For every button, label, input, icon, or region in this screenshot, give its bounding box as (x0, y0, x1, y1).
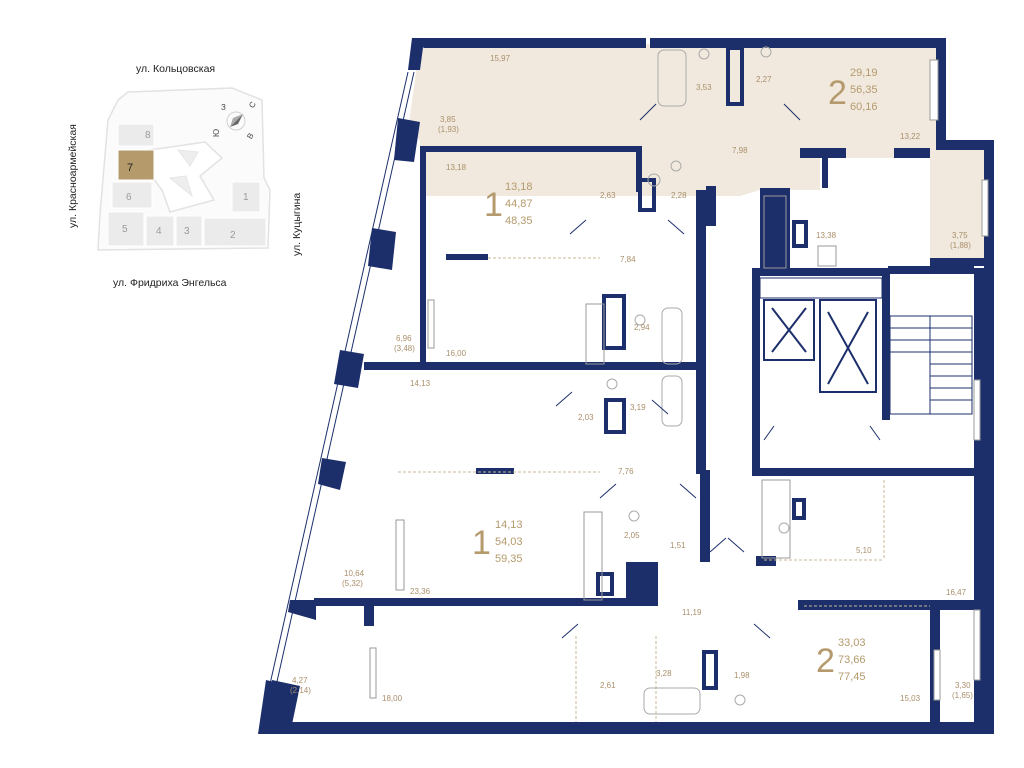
room-area: 3,85 (440, 115, 456, 124)
apartment-label: 1 13,18 44,87 48,35 (484, 181, 533, 227)
highlighted-apartment (408, 44, 990, 262)
total-area-with-balcony: 77,45 (838, 671, 866, 683)
room-area: 11,19 (682, 608, 702, 617)
door-swings (555, 103, 881, 639)
block-label: 4 (156, 226, 162, 237)
total-area-with-balcony: 59,35 (495, 553, 523, 565)
facade-glazing (269, 71, 415, 687)
room-area: 2,94 (634, 323, 650, 332)
total-area: 56,35 (850, 84, 878, 96)
room-area: (3,48) (394, 344, 415, 353)
room-area: (1,65) (952, 691, 973, 700)
apartment-label: 2 33,03 73,66 77,45 (816, 637, 866, 683)
watermark-text: Домклик (70, 729, 141, 749)
room-area: 3,19 (630, 403, 646, 412)
bathtub-icon (643, 49, 701, 715)
living-area: 14,13 (495, 519, 523, 531)
total-area-with-balcony: 60,16 (850, 101, 878, 113)
room-area: (1,88) (950, 241, 971, 250)
total-area-with-balcony: 48,35 (505, 215, 533, 227)
compass-icon: З С Ю В (212, 100, 258, 141)
interior-walls (314, 146, 974, 722)
street-south: ул. Фридриха Энгельса (113, 277, 227, 289)
room-area: 10,64 (344, 569, 365, 578)
rooms-count: 2 (816, 642, 835, 680)
living-area: 29,19 (850, 67, 878, 79)
room-area: 23,36 (410, 587, 431, 596)
room-area: 3,28 (656, 669, 672, 678)
apartment-label: 2 29,19 56,35 60,16 (828, 67, 878, 113)
room-area: 7,84 (620, 255, 636, 264)
floor-plan (258, 38, 994, 734)
room-area: 15,03 (900, 694, 921, 703)
block-label: 6 (126, 192, 132, 203)
room-area: 1,51 (670, 541, 686, 550)
street-west: ул. Красноармейская (67, 124, 79, 228)
room-area: (1,93) (438, 125, 459, 134)
block-label: 2 (230, 230, 236, 241)
room-area: 3,53 (696, 83, 712, 92)
shafts (596, 46, 808, 690)
room-area: 2,03 (578, 413, 594, 422)
apartment-label: 1 14,13 54,03 59,35 (472, 519, 523, 565)
room-area: 4,27 (292, 676, 308, 685)
compass-s: Ю (212, 129, 221, 137)
rooms-count: 2 (828, 74, 847, 112)
block-label: 3 (184, 226, 190, 237)
room-area: 2,63 (600, 191, 616, 200)
room-area: 15,97 (490, 54, 511, 63)
living-area: 13,18 (505, 181, 533, 193)
total-area: 44,87 (505, 198, 533, 210)
room-area: 7,76 (618, 467, 634, 476)
rooms-count: 1 (484, 186, 503, 224)
compass-e: В (245, 131, 255, 140)
stove-icon (583, 195, 837, 601)
site-key-plan: 8 7 6 5 4 3 2 1 З С Ю В ул. Кольцовская … (67, 63, 303, 289)
room-area: 2,27 (756, 75, 772, 84)
room-area: 16,47 (946, 588, 967, 597)
outer-walls (258, 38, 994, 734)
room-area: 3,75 (952, 231, 968, 240)
total-area: 54,03 (495, 536, 523, 548)
room-area: 5,10 (856, 546, 872, 555)
street-north: ул. Кольцовская (136, 63, 215, 75)
room-area: 13,22 (900, 132, 921, 141)
watermark: Домклик (43, 722, 141, 749)
room-area: 2,05 (624, 531, 640, 540)
street-east: ул. Куцыгина (291, 193, 303, 256)
rooms-count: 1 (472, 524, 491, 562)
staircase-icon (889, 315, 973, 415)
partitions (398, 257, 930, 722)
room-area: 13,18 (446, 163, 467, 172)
room-area: 3,30 (955, 681, 971, 690)
block-label-selected: 7 (127, 162, 133, 174)
windows (369, 59, 989, 701)
block-label: 8 (145, 130, 151, 141)
key-block-selected (117, 149, 155, 181)
toilet-icon (606, 46, 790, 706)
home-icon (43, 722, 65, 747)
room-area: 18,00 (382, 694, 403, 703)
room-area: (2,14) (290, 686, 311, 695)
room-areas: 15,97 3,85 (1,93) 3,53 2,27 7,98 13,22 1… (290, 54, 973, 703)
room-area: 2,28 (671, 191, 687, 200)
compass-n: С (247, 100, 258, 110)
room-area: 6,96 (396, 334, 412, 343)
room-area: 1,98 (734, 671, 750, 680)
room-area: 13,38 (816, 231, 837, 240)
total-area: 73,66 (838, 654, 866, 666)
room-area: (5,32) (342, 579, 363, 588)
room-area: 14,13 (410, 379, 431, 388)
room-area: 16,00 (446, 349, 467, 358)
compass-w: З (221, 103, 226, 112)
block-label: 5 (122, 224, 128, 235)
block-label: 1 (243, 192, 249, 203)
room-area: 7,98 (732, 146, 748, 155)
elevator-icon (759, 277, 883, 393)
living-area: 33,03 (838, 637, 866, 649)
room-area: 2,61 (600, 681, 616, 690)
